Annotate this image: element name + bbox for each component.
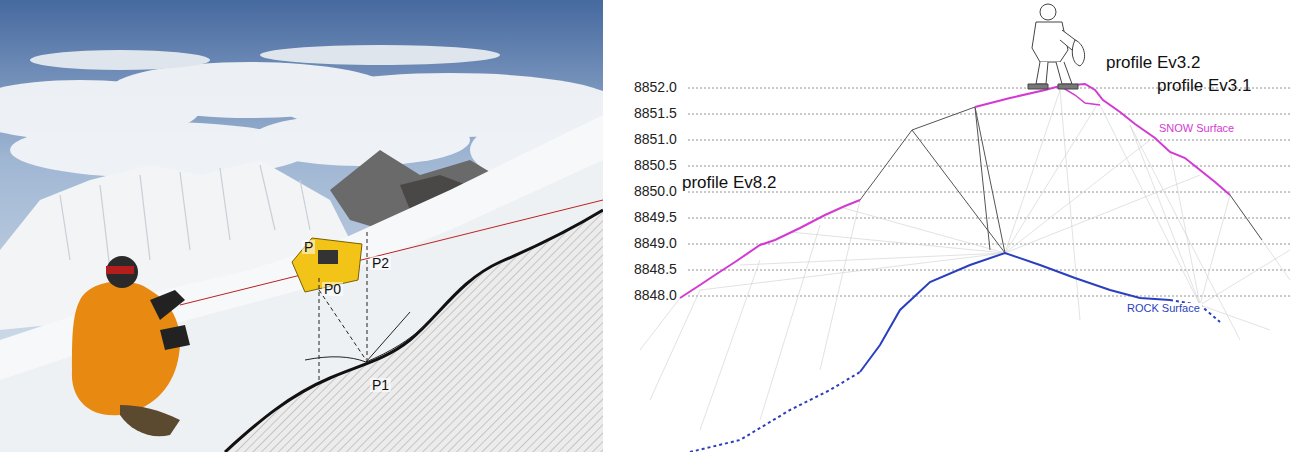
point-label: P <box>302 240 315 254</box>
profile-label: profile Ev3.2 <box>1106 54 1201 71</box>
axis-value: 8850.0 <box>634 184 677 198</box>
axis-value: 8851.5 <box>634 106 677 120</box>
axis-value: 8850.5 <box>634 158 677 172</box>
axis-value: 8851.0 <box>634 132 677 146</box>
point-label: P0 <box>322 282 343 296</box>
surface-label: ROCK Surface <box>1125 303 1202 314</box>
photo <box>0 0 603 452</box>
axis-value: 8849.5 <box>634 210 677 224</box>
profile-diagram <box>640 4 1290 452</box>
axis-value: 8848.0 <box>634 288 677 302</box>
point-label: P1 <box>370 378 391 392</box>
profile-label: profile Ev8.2 <box>682 174 777 191</box>
axis-value: 8849.0 <box>634 236 677 250</box>
surface-label: SNOW Surface <box>1157 123 1236 134</box>
point-label: P2 <box>370 256 391 270</box>
axis-value: 8848.5 <box>634 262 677 276</box>
profile-label: profile Ev3.1 <box>1157 77 1252 94</box>
axis-value: 8852.0 <box>634 80 677 94</box>
